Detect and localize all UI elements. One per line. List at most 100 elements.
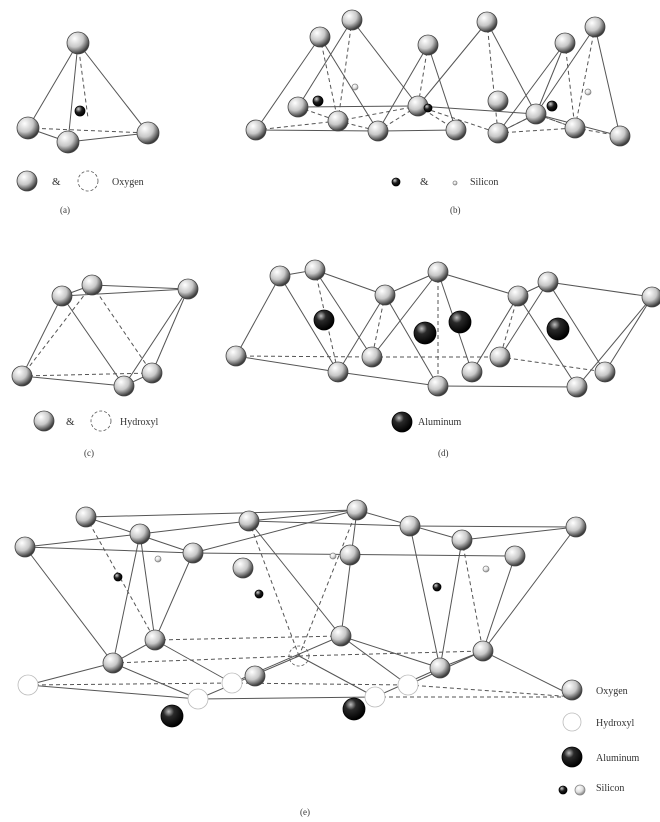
oxygen-atom (238, 510, 260, 532)
panel-d-legend-label: Aluminum (418, 417, 462, 428)
bond-line (337, 371, 439, 387)
oxygen-atom (417, 34, 439, 56)
oxygen-atom (327, 361, 349, 383)
oxygen-atom (182, 542, 204, 564)
hidden-bond-line (298, 509, 358, 657)
silicon-atom (254, 589, 264, 599)
oxygen-atom (136, 121, 160, 145)
oxygen-atom (141, 362, 163, 384)
bond-line (314, 269, 373, 358)
bond-line (112, 533, 141, 664)
aluminum-atom (391, 411, 413, 433)
oxygen-atom (561, 679, 583, 701)
silicon-atom (423, 103, 433, 113)
bond-line (154, 552, 194, 641)
hidden-bond-line (486, 21, 499, 134)
aluminum-atom (561, 746, 583, 768)
hidden-bond-line (255, 120, 339, 131)
silicon-atom (432, 582, 442, 592)
bond-line (377, 44, 429, 132)
oxygen-atom (309, 26, 331, 48)
hidden-bond-line (407, 684, 576, 698)
bond-line (576, 296, 653, 388)
hydroxyl-atom (17, 674, 39, 696)
bond-line (351, 19, 419, 107)
bond-line (499, 281, 549, 358)
bond-line (340, 635, 441, 669)
bond-line (497, 42, 566, 134)
dashed-atom-outline (77, 170, 99, 192)
oxygen-atom (641, 286, 660, 308)
oxygen-atom (346, 499, 368, 521)
oxygen-atom (75, 506, 97, 528)
oxygen-atom (244, 665, 266, 687)
oxygen-atom (489, 346, 511, 368)
oxygen-atom (232, 557, 254, 579)
oxygen-atom (504, 545, 526, 567)
panel-a-joiner: & (52, 176, 61, 188)
oxygen-atom (33, 410, 55, 432)
aluminum-atom (160, 704, 184, 728)
silicon-atom (113, 572, 123, 582)
bond-line (409, 525, 577, 528)
panel-b-legend-label: Silicon (470, 177, 498, 188)
bond-line (409, 525, 441, 669)
panel-e-caption: (e) (300, 807, 310, 817)
bond-line (486, 21, 537, 115)
bond-line (377, 129, 457, 132)
silicon-atom-light (452, 180, 458, 186)
panel-c-legend-label: Hydroxyl (120, 417, 159, 428)
bond-line (439, 539, 463, 669)
bond-line (337, 294, 386, 373)
hidden-bond-line (21, 284, 93, 377)
legend-oxygen-label: Oxygen (596, 686, 628, 697)
bond-line (192, 509, 358, 554)
bond-line (77, 42, 149, 134)
bond-line (24, 546, 194, 554)
bond-line (437, 385, 578, 388)
bond-line (371, 271, 439, 358)
oxygen-atom (476, 11, 498, 33)
aluminum-atom (546, 317, 570, 341)
bond-line (417, 21, 488, 107)
oxygen-atom (339, 544, 361, 566)
oxygen-atom (56, 130, 80, 154)
panel-c-joiner: & (66, 416, 75, 428)
hidden-bond-line (564, 42, 576, 129)
oxygen-atom (16, 116, 40, 140)
oxygen-atom (584, 16, 606, 38)
bond-line (314, 269, 386, 296)
oxygen-atom (367, 120, 389, 142)
bond-line (24, 546, 114, 664)
bond-line (67, 42, 79, 143)
bond-line (123, 288, 189, 387)
bond-line (61, 288, 189, 297)
hidden-bond-line (21, 372, 153, 377)
oxygen-atom (427, 375, 449, 397)
panel-c-caption: (c) (84, 448, 94, 458)
bond-line (235, 275, 281, 357)
aluminum-atom (313, 309, 335, 331)
oxygen-atom (429, 657, 451, 679)
bond-line (461, 526, 577, 541)
panel-a-caption: (a) (60, 205, 70, 215)
dashed-atom-outline (288, 645, 310, 667)
legend-hydroxyl-label: Hydroxyl (596, 718, 635, 729)
bond-line (547, 281, 606, 373)
bond-line (248, 509, 358, 522)
hydroxyl-atom (562, 712, 582, 732)
oxygen-atom (507, 285, 529, 307)
bond-line (384, 294, 439, 387)
oxygen-atom (399, 515, 421, 537)
bond-line (482, 555, 516, 652)
oxygen-atom (445, 119, 467, 141)
bond-line (298, 655, 376, 698)
bond-line (248, 520, 342, 637)
bond-line (297, 19, 353, 108)
bond-line (154, 639, 233, 684)
oxygen-atom (66, 31, 90, 55)
oxygen-atom (554, 32, 576, 54)
hidden-bond-line (27, 682, 233, 686)
silicon-atom-light (574, 784, 586, 796)
bond-line (21, 295, 63, 377)
